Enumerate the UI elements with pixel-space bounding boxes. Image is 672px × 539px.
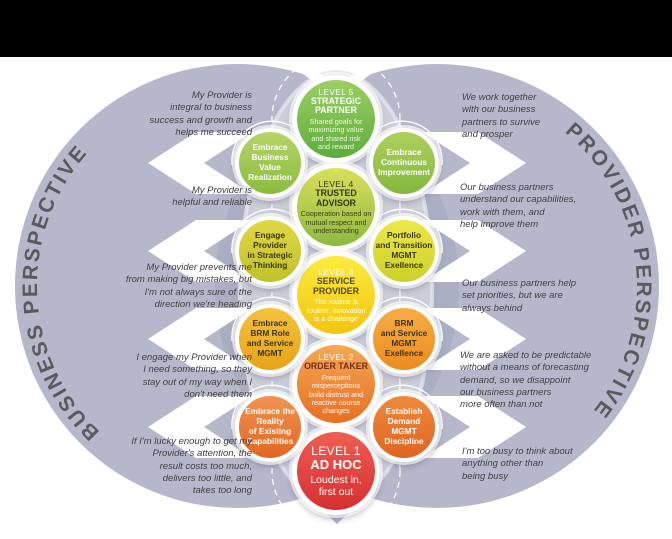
level-4-circle: LEVEL 4 TRUSTED ADVISOR Cooperation base… — [292, 163, 380, 251]
level-1-label: LEVEL 1 — [311, 443, 361, 458]
provider-quote-3: Our business partners help set prioritie… — [462, 278, 577, 314]
row-arrows — [148, 132, 526, 458]
level-4-title: TRUSTED ADVISOR — [315, 187, 357, 208]
left-arrow-icon — [148, 220, 252, 282]
left-arrow-icon — [148, 132, 252, 194]
business-action-value-realization: Embrace Business Value Realization — [235, 128, 305, 198]
cycle-arrow-icon — [371, 296, 443, 342]
level-3-label: LEVEL 3 — [318, 266, 354, 277]
level-1-title: AD HOC — [310, 456, 362, 472]
provider-quote-5: I'm too busy to think about anything oth… — [462, 446, 573, 482]
level-5-desc: Shared goals for maximizing value and sh… — [308, 117, 364, 151]
business-quote-3: My Provider prevents me from making big … — [125, 262, 252, 311]
level-2-label: LEVEL 2 — [318, 352, 354, 363]
cycle-arrow-icon — [231, 208, 303, 254]
level-2-circle: LEVEL 2 ORDER TAKER Frequent mispercepti… — [292, 340, 380, 428]
cycle-arrow-icon — [231, 384, 303, 430]
level-5-title: STRATEGIC PARTNER — [310, 95, 362, 116]
right-arrow-icon — [422, 308, 526, 370]
level-3-desc: The routine is routine; innovation is a … — [306, 297, 366, 323]
level-5-circle: LEVEL 5 STRATEGIC PARTNER Shared goals f… — [292, 75, 380, 163]
business-quote-1: My Provider is integral to business succ… — [149, 90, 252, 139]
cycle-arrow-icon — [231, 296, 303, 342]
level-3-circle: LEVEL 3 SERVICE PROVIDER The routine is … — [292, 251, 380, 339]
provider-action-continuous-improvement: Embrace Continuous Improvement — [369, 128, 439, 198]
business-quote-4: I engage my Provider when I need somethi… — [136, 352, 252, 401]
business-action-brm-role: Embrace BRM Role and Service MGMT — [235, 304, 305, 374]
provider-action-portfolio-transition: Portfolio and Transition MGMT Exellence — [369, 216, 439, 286]
provider-action-brm-service: BRM and Service MGMT Exellence — [369, 304, 439, 374]
level-2-title: ORDER TAKER — [304, 361, 368, 372]
cycle-arrow-icon — [371, 120, 443, 166]
provider-action-demand-discipline: Establish Demand MGMT Discipline — [369, 392, 439, 462]
right-arrow-icon — [422, 220, 526, 282]
business-action-reality-capabilities: Embrace the Reality of Existing Capabili… — [235, 392, 305, 462]
right-arrow-icon — [422, 132, 526, 194]
level-1-circle: LEVEL 1 AD HOC Loudest in, first out — [292, 427, 380, 515]
right-arrow-icon — [422, 396, 526, 458]
provider-quote-2: Our business partners understand our cap… — [460, 182, 577, 231]
left-arrow-icon — [148, 396, 252, 458]
cycle-arrow-icon — [371, 208, 443, 254]
provider-quote-4: We are asked to be predictable without a… — [460, 350, 592, 411]
level-1-desc: Loudest in, first out — [310, 474, 362, 499]
cycle-arrow-icon — [371, 384, 443, 430]
level-4-desc: Cooperation based on mutual respect and … — [300, 209, 372, 235]
business-action-strategic-thinking: Engage Provider in Strategic Thinking — [235, 216, 305, 286]
level-3-title: SERVICE PROVIDER — [313, 275, 359, 296]
level-4-label: LEVEL 4 — [318, 178, 354, 189]
level-2-desc: Frequent misperceptions build distrust a… — [308, 373, 364, 416]
business-quote-5: If I'm lucky enough to get my Provider's… — [131, 436, 252, 497]
business-quote-2: My Provider is helpful and reliable — [172, 185, 252, 209]
level-5-label: LEVEL 5 — [318, 86, 354, 97]
top-black-bar — [0, 0, 672, 57]
left-arrow-icon — [148, 308, 252, 370]
provider-quote-1: We work together with our business partn… — [462, 92, 541, 141]
cycle-arrow-icon — [231, 120, 303, 166]
